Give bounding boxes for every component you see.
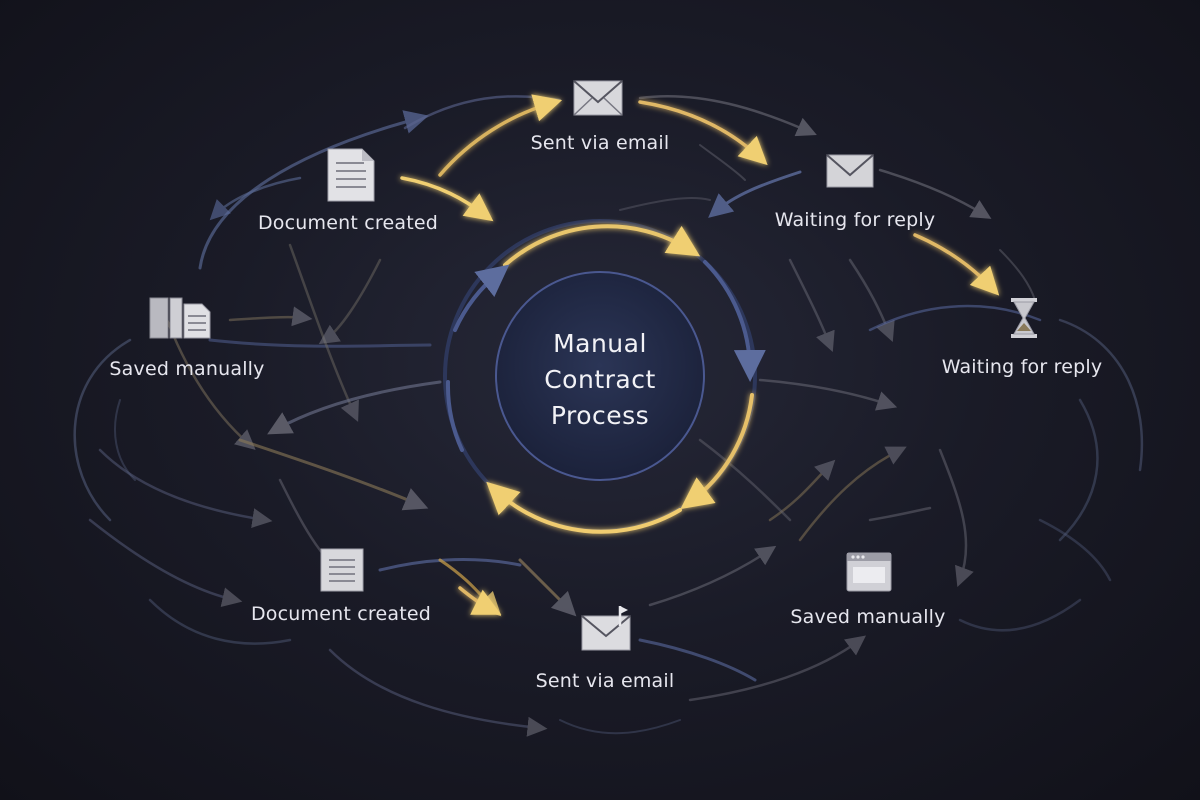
document-icon <box>320 548 364 592</box>
center-title-line: Manual <box>553 329 647 358</box>
node-label-wait-right: Waiting for reply <box>941 356 1103 378</box>
node-label-sent-top: Sent via email <box>530 132 670 154</box>
node-label-saved-left: Saved manually <box>109 358 265 380</box>
node-label-doc-bottom: Document created <box>250 603 432 625</box>
tangled-arrows <box>73 94 1144 737</box>
process-cycle-ring <box>443 219 766 534</box>
node-label-wait-top: Waiting for reply <box>774 209 936 231</box>
browser-window-icon <box>846 552 892 592</box>
center-title: Manual Contract Process <box>500 326 700 434</box>
center-node <box>495 271 705 481</box>
node-label-doc-top: Document created <box>257 212 439 234</box>
document-icon <box>327 148 375 202</box>
node-label-sent-bottom: Sent via email <box>535 670 675 692</box>
main-flow-arrows <box>400 94 1000 615</box>
hourglass-icon <box>1011 298 1037 338</box>
center-title-line: Process <box>550 401 650 430</box>
envelope-icon <box>581 606 631 651</box>
envelope-icon <box>826 154 874 188</box>
envelope-icon <box>573 80 623 116</box>
node-label-saved-right: Saved manually <box>790 606 946 628</box>
center-title-line: Contract <box>544 365 656 394</box>
folder-files-icon <box>149 297 211 339</box>
